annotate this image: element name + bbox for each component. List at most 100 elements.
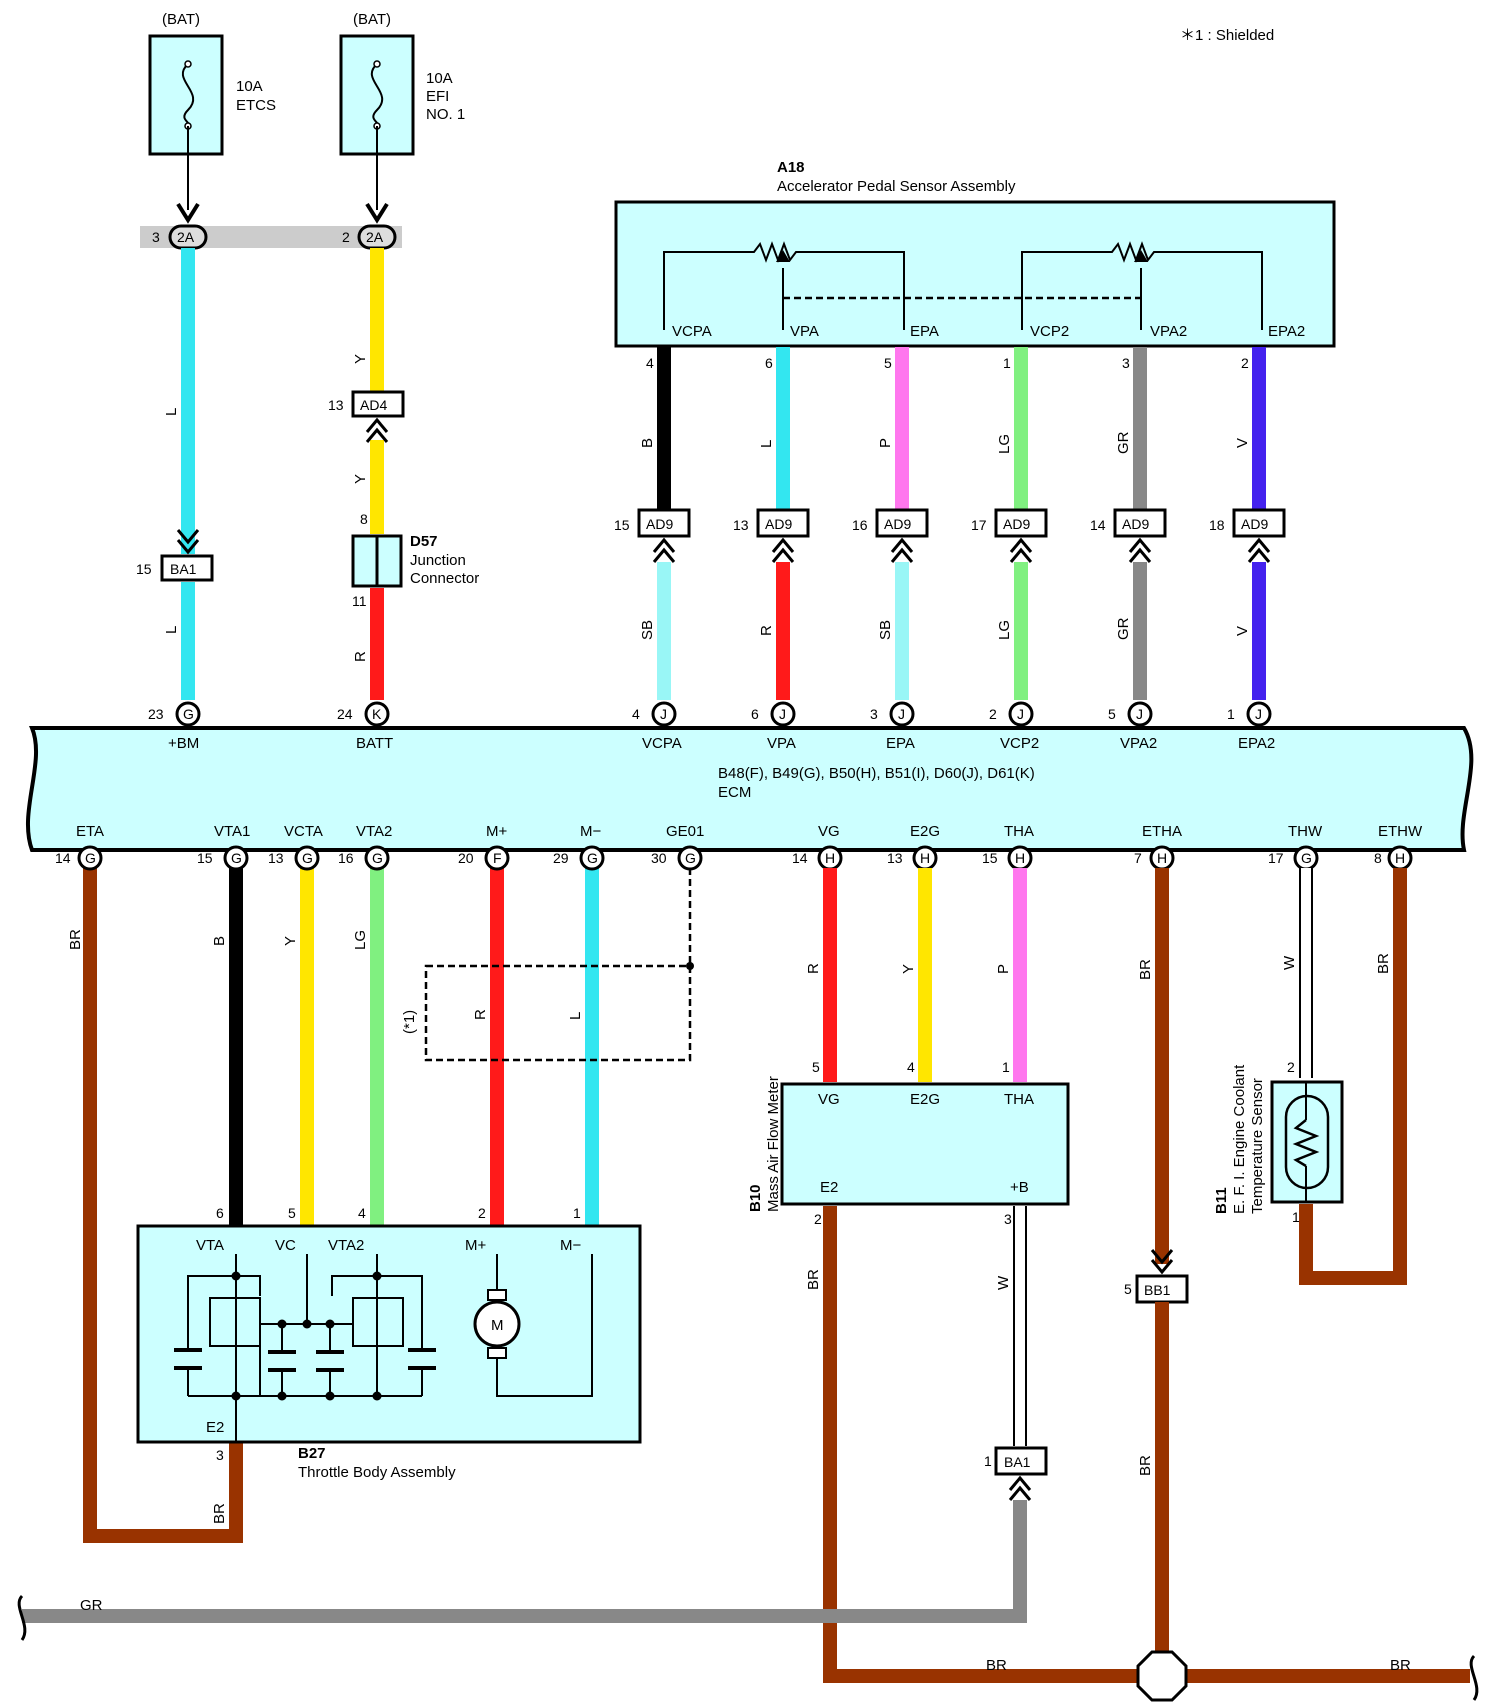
svg-text:VG: VG	[818, 823, 840, 840]
svg-text:Y: Y	[900, 964, 917, 974]
svg-text:16: 16	[852, 517, 868, 533]
svg-text:LG: LG	[352, 930, 369, 950]
svg-text:VTA2: VTA2	[328, 1237, 364, 1254]
svg-text:BR: BR	[1390, 1657, 1411, 1674]
ground-splice-icon	[1136, 1650, 1188, 1702]
svg-text:EPA: EPA	[886, 735, 915, 752]
svg-text:M−: M−	[560, 1237, 581, 1254]
svg-text:AD9: AD9	[1241, 516, 1268, 532]
svg-text:BR: BR	[986, 1657, 1007, 1674]
svg-text:Accelerator Pedal Sensor Assem: Accelerator Pedal Sensor Assembly	[777, 178, 1016, 195]
svg-text:1: 1	[1003, 355, 1011, 371]
svg-text:2: 2	[814, 1211, 822, 1227]
svg-text:G: G	[85, 850, 96, 866]
svg-text:G: G	[302, 850, 313, 866]
svg-text:20: 20	[458, 850, 474, 866]
svg-text:THW: THW	[1288, 823, 1323, 840]
svg-text:VCP2: VCP2	[1000, 735, 1039, 752]
svg-text:11: 11	[352, 593, 367, 609]
svg-text:B27: B27	[298, 1445, 326, 1462]
svg-text:LG: LG	[996, 620, 1013, 640]
svg-text:J: J	[660, 706, 667, 722]
svg-text:17: 17	[971, 517, 987, 533]
svg-text:4: 4	[632, 706, 640, 722]
svg-text:Temperature Sensor: Temperature Sensor	[1249, 1078, 1266, 1214]
wire-label-y: Y	[352, 354, 369, 364]
svg-text:2: 2	[1241, 355, 1249, 371]
svg-text:1: 1	[984, 1453, 992, 1469]
svg-text:SB: SB	[877, 620, 894, 640]
svg-text:17: 17	[1268, 850, 1284, 866]
svg-text:3: 3	[216, 1447, 224, 1463]
svg-text:VTA1: VTA1	[214, 823, 250, 840]
svg-text:SB: SB	[639, 620, 656, 640]
svg-text:14: 14	[792, 850, 808, 866]
svg-text:2: 2	[989, 706, 997, 722]
svg-text:B: B	[211, 936, 228, 946]
svg-text:8: 8	[360, 511, 368, 527]
svg-text:VC: VC	[275, 1237, 296, 1254]
svg-text:VG: VG	[818, 1091, 840, 1108]
svg-text:E2: E2	[206, 1419, 224, 1436]
junction-connector-d57: 8 11 D57 Junction Connector	[351, 511, 479, 609]
svg-text:8: 8	[1374, 850, 1382, 866]
svg-text:6: 6	[216, 1205, 224, 1221]
svg-text:ETCS: ETCS	[236, 97, 276, 114]
motor-icon: M	[473, 1254, 593, 1397]
svg-text:H: H	[1157, 850, 1167, 866]
svg-text:EPA2: EPA2	[1238, 735, 1275, 752]
svg-text:R: R	[805, 963, 822, 974]
svg-text:BA1: BA1	[1004, 1454, 1031, 1470]
svg-text:J: J	[1136, 706, 1143, 722]
svg-text:Connector: Connector	[410, 570, 479, 587]
svg-text:VCP2: VCP2	[1030, 323, 1069, 340]
svg-text:VPA: VPA	[767, 735, 796, 752]
svg-text:BR: BR	[1375, 953, 1392, 974]
svg-text:H: H	[920, 850, 930, 866]
svg-text:VCTA: VCTA	[284, 823, 323, 840]
svg-text:J: J	[1017, 706, 1024, 722]
mass-air-flow-meter-b10: 5 4 1 VG E2G THA E2 +B B10 Mass Air Flow…	[747, 1059, 1070, 1227]
svg-text:M+: M+	[465, 1237, 486, 1254]
svg-text:2: 2	[478, 1205, 486, 1221]
svg-text:B10: B10	[747, 1184, 764, 1212]
svg-text:ETHW: ETHW	[1378, 823, 1423, 840]
svg-text:1: 1	[1227, 706, 1235, 722]
svg-text:H: H	[1395, 850, 1405, 866]
svg-text:G: G	[231, 850, 242, 866]
svg-text:15: 15	[982, 850, 998, 866]
svg-text:W: W	[995, 1275, 1012, 1290]
svg-text:BATT: BATT	[356, 735, 393, 752]
svg-text:NO. 1: NO. 1	[426, 106, 465, 123]
svg-text:EPA: EPA	[910, 323, 939, 340]
a18-wiring: 4 6 5 1 3 2 B L P LG GR V 15 AD9 13 AD9 …	[614, 347, 1286, 700]
svg-text:M+: M+	[486, 823, 507, 840]
connector-ad4-13: 13 AD4	[328, 390, 405, 418]
svg-text:E2: E2	[820, 1179, 838, 1196]
svg-text:2A: 2A	[366, 229, 384, 245]
svg-text:BR: BR	[1137, 1455, 1154, 1476]
svg-text:1: 1	[573, 1205, 581, 1221]
wire-label-y: Y	[352, 474, 369, 484]
svg-text:Throttle Body Assembly: Throttle Body Assembly	[298, 1464, 456, 1481]
svg-text:J: J	[1255, 706, 1262, 722]
svg-text:3: 3	[870, 706, 878, 722]
svg-text:ETHA: ETHA	[1142, 823, 1182, 840]
svg-text:VPA2: VPA2	[1120, 735, 1157, 752]
connector-bb1-5: 5 BB1	[1124, 1274, 1189, 1304]
svg-text:13: 13	[328, 397, 344, 413]
fuse-efi: (BAT) 10A EFI NO. 1	[339, 11, 465, 156]
ecm-top-terminals: 23 G 24 K 4 J 6 J 3 J 2 J 5 J 1 J	[148, 701, 1272, 727]
svg-text:4: 4	[358, 1205, 366, 1221]
svg-text:5: 5	[812, 1059, 820, 1075]
shield-outline: (*1)	[401, 868, 694, 1062]
svg-text:BB1: BB1	[1144, 1282, 1171, 1298]
svg-text:EFI: EFI	[426, 88, 449, 105]
svg-text:VPA: VPA	[790, 323, 819, 340]
svg-text:GR: GR	[1115, 617, 1132, 640]
svg-text:AD9: AD9	[765, 516, 792, 532]
svg-text:P: P	[877, 438, 894, 448]
svg-text:G: G	[372, 850, 383, 866]
ecm-block: B48(F), B49(G), B50(H), B51(I), D60(J), …	[26, 726, 1474, 852]
